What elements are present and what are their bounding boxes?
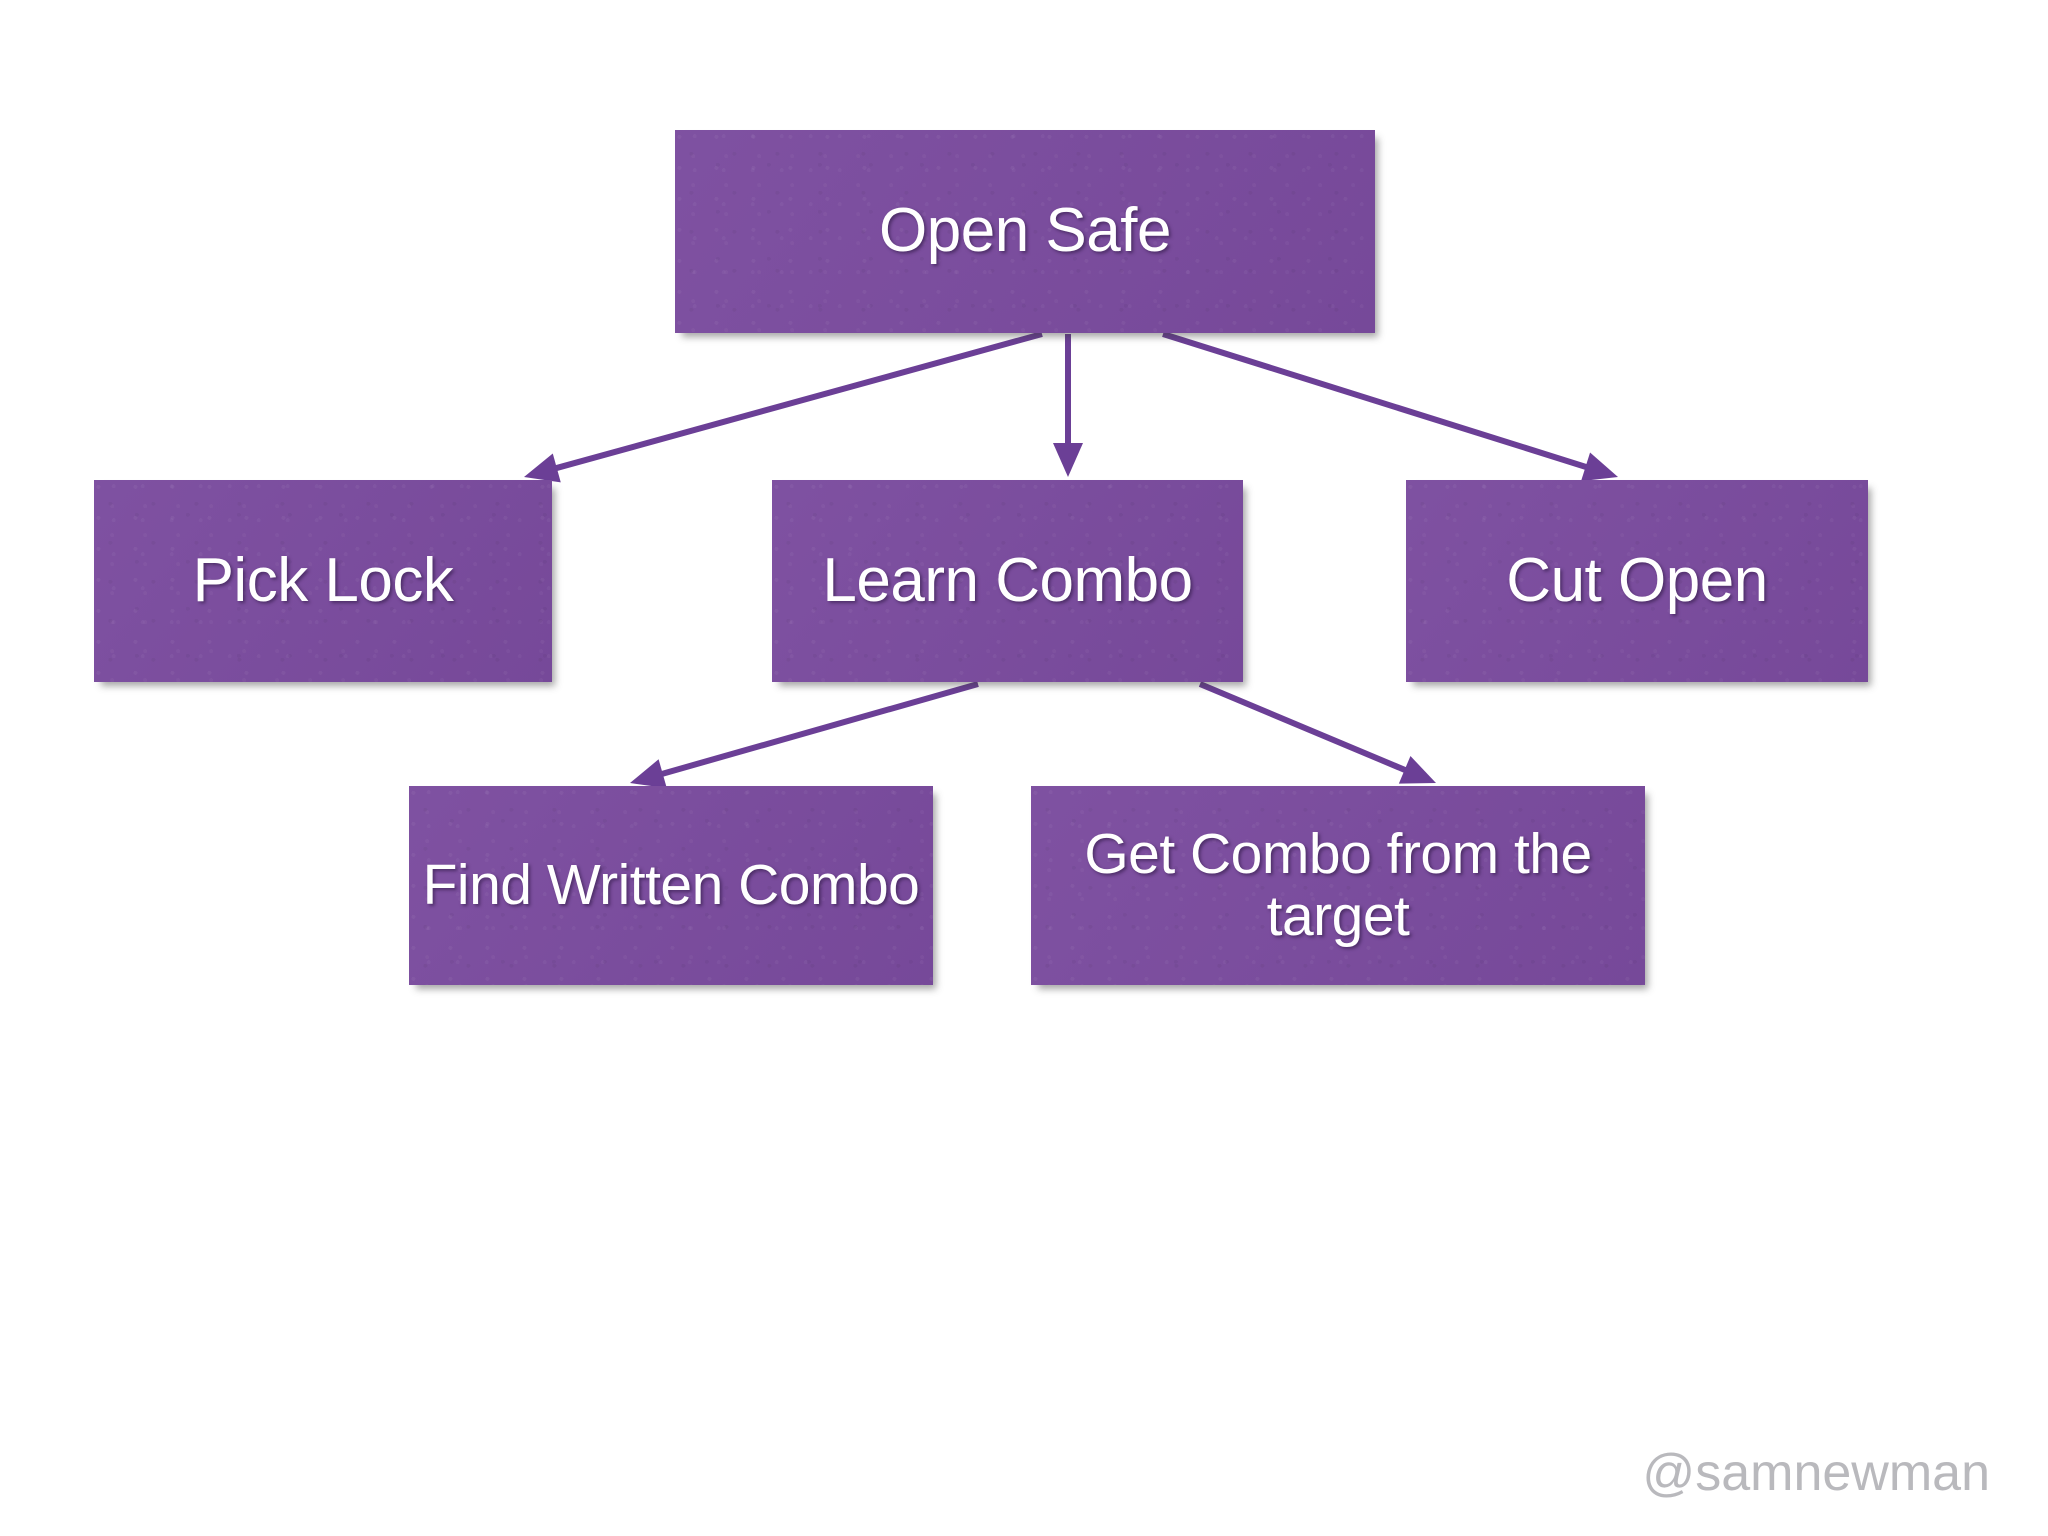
edge-line-open-safe-to-cut-open [1162,331,1592,472]
edge-arrowhead-open-safe-to-cut-open [1581,452,1618,482]
edge-arrowhead-open-safe-to-pick-lock [524,453,561,483]
edge-line-open-safe-to-pick-lock [551,331,1043,473]
node-learn-combo[interactable]: Learn Combo [772,480,1243,682]
node-label-learn-combo: Learn Combo [822,545,1193,615]
edge-line-learn-combo-to-find-written-combo [656,681,979,778]
node-find-written-combo[interactable]: Find Written Combo [409,786,933,985]
node-pick-lock[interactable]: Pick Lock [94,480,552,682]
node-get-combo-from-target[interactable]: Get Combo from the target [1031,786,1645,985]
node-label-pick-lock: Pick Lock [192,545,454,615]
node-label-find-written-combo: Find Written Combo [422,852,920,917]
node-open-safe[interactable]: Open Safe [675,130,1375,333]
node-label-open-safe: Open Safe [879,196,1171,266]
edge-arrowhead-learn-combo-to-find-written-combo [630,759,667,789]
watermark-samnewman: @samnewman [1642,1444,1990,1502]
node-label-cut-open: Cut Open [1506,545,1768,615]
edge-arrowhead-open-safe-to-learn-combo [1053,443,1083,477]
node-label-get-combo-from-target: Get Combo from the target [1084,821,1592,948]
edge-line-learn-combo-to-get-combo-from-target [1198,681,1411,775]
edge-arrowhead-learn-combo-to-get-combo-from-target [1398,756,1436,784]
node-cut-open[interactable]: Cut Open [1406,480,1868,682]
